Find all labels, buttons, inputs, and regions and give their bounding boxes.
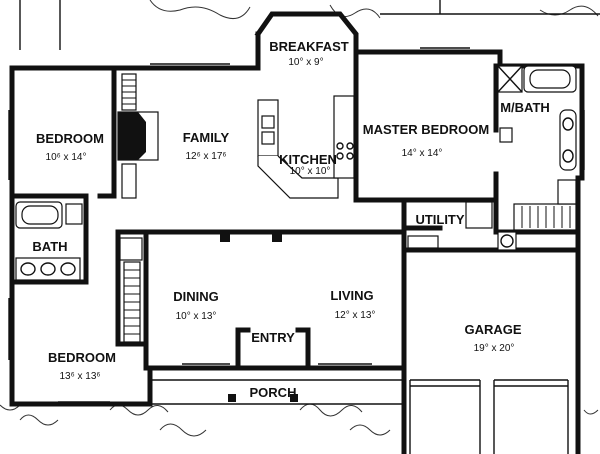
room-name-living: LIVING [330,288,373,303]
room-name-family: FAMILY [183,130,230,145]
room-name-bedroom-1: BEDROOM [36,131,104,146]
closets [119,179,577,343]
room-labels: BREAKFAST 10° x 9° FAMILY 12⁶ x 17⁶ MAST… [32,39,549,400]
kitchen-counters [257,95,355,199]
garage-doors [409,379,569,454]
room-name-entry: ENTRY [251,330,295,345]
room-dim-master-bedroom: 14° x 14° [402,148,443,159]
bath-fixtures [15,65,577,281]
walls [9,11,585,454]
room-name-porch: PORCH [250,385,297,400]
room-name-dining: DINING [173,289,219,304]
room-name-bath: BATH [32,239,67,254]
room-name-utility: UTILITY [415,212,464,227]
room-name-garage: GARAGE [464,322,521,337]
room-dim-family: 12⁶ x 17⁶ [185,151,226,162]
room-dim-garage: 19° x 20° [474,343,515,354]
room-dim-living: 12° x 13° [335,310,376,321]
windows [8,47,585,403]
porch [150,379,404,405]
room-dim-bedroom-2: 13⁶ x 13⁶ [59,371,100,382]
room-dim-breakfast: 10° x 9° [288,57,323,68]
room-name-bedroom-2: BEDROOM [48,350,116,365]
room-name-kitchen: KITCHEN [279,152,337,167]
room-dim-kitchen: 10° x 10° [290,166,331,177]
room-name-breakfast: BREAKFAST [269,39,349,54]
room-name-master-bath: M/BATH [500,100,550,115]
fireplace [117,73,159,199]
room-dim-dining: 10° x 13° [176,311,217,322]
columns [220,232,298,402]
room-dim-bedroom-1: 10⁶ x 14° [46,152,87,163]
room-name-master-bedroom: MASTER BEDROOM [363,122,489,137]
